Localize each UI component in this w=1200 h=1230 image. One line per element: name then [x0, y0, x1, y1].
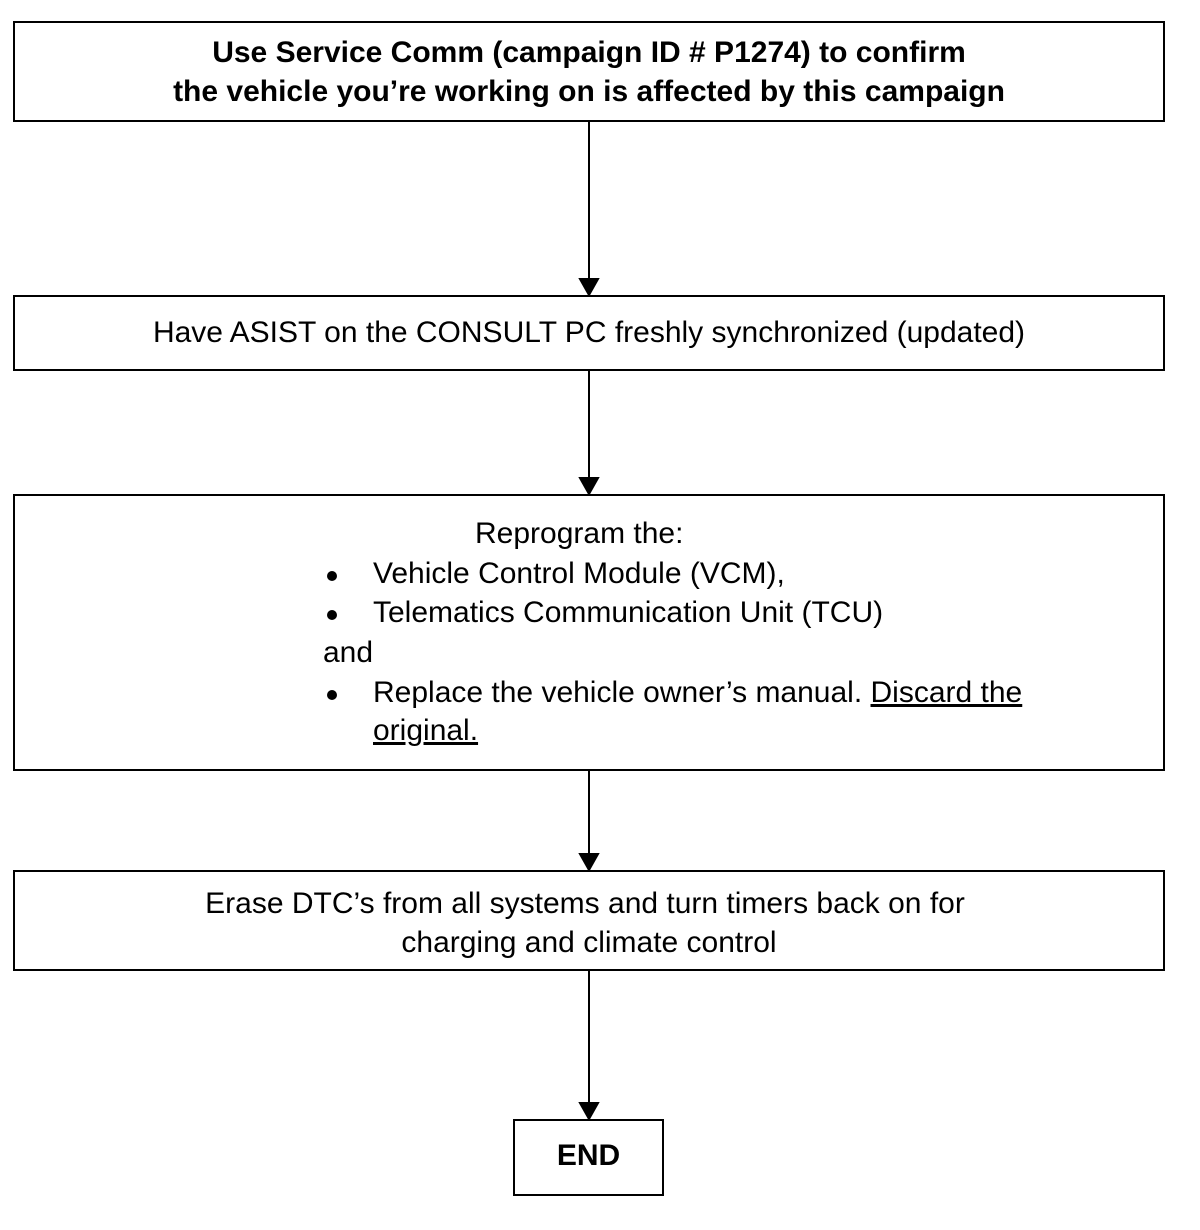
- arrowhead-step3: [578, 477, 600, 497]
- step3-discard-line1: Discard the: [870, 676, 1023, 709]
- step3-bullet-tcu: Telematics Communication Unit (TCU): [373, 596, 884, 629]
- bullet-dot-3: [327, 690, 337, 700]
- step3-bullet-manual: Replace the vehicle owner’s manual. Disc…: [373, 674, 1022, 712]
- step4-line1: Erase DTC’s from all systems and turn ti…: [205, 887, 965, 920]
- step-reprogram: Reprogram the: Vehicle Control Module (V…: [13, 494, 1165, 771]
- step3-discard-line2: original.: [373, 714, 479, 747]
- step3-manual-text: Replace the vehicle owner’s manual.: [373, 676, 871, 709]
- step2-text: Have ASIST on the CONSULT PC freshly syn…: [152, 316, 1026, 349]
- step4-line2: charging and climate control: [401, 926, 777, 959]
- bullet-dot-2: [327, 610, 337, 620]
- step3-connector: and: [323, 636, 374, 669]
- step3-heading: Reprogram the:: [475, 517, 684, 550]
- end-terminal: END: [513, 1119, 664, 1196]
- step-confirm-campaign: Use Service Comm (campaign ID # P1274) t…: [13, 21, 1165, 122]
- arrowhead-step2: [578, 278, 600, 298]
- bullet-dot-1: [327, 571, 337, 581]
- end-label: END: [556, 1139, 621, 1172]
- step-erase-dtc: Erase DTC’s from all systems and turn ti…: [13, 870, 1165, 971]
- step3-bullet-vcm: Vehicle Control Module (VCM),: [373, 557, 785, 590]
- arrowhead-end: [578, 1102, 600, 1122]
- step-sync-asist: Have ASIST on the CONSULT PC freshly syn…: [13, 295, 1165, 371]
- step1-line2: the vehicle you’re working on is affecte…: [173, 75, 1005, 108]
- step1-line1: Use Service Comm (campaign ID # P1274) t…: [212, 36, 966, 69]
- arrowhead-step4: [578, 853, 600, 873]
